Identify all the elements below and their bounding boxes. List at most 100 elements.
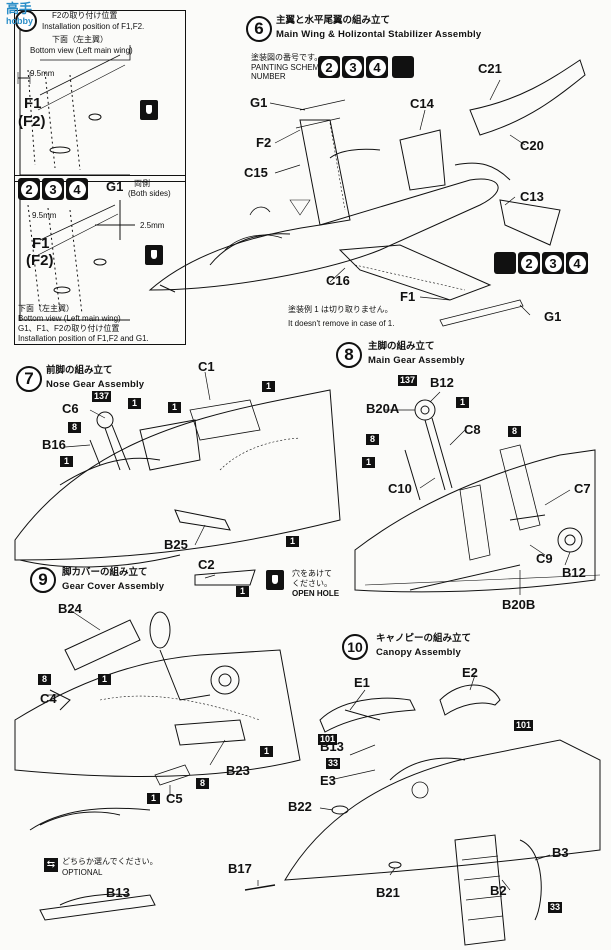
inset-bottom-wing-drawing [19, 190, 135, 321]
step6-note-seq-2: 2 [518, 252, 540, 274]
optional-part-b13: B13 [106, 885, 130, 900]
step10-code-33a: 33 [326, 758, 341, 769]
step7-part-b25: B25 [164, 537, 188, 552]
inset-top-panel [14, 10, 186, 182]
inset-top-f1: F1 [24, 95, 42, 112]
inset-top-view-en: Bottom view (Left main wing) [30, 46, 133, 55]
step6-aircraft-drawing [148, 59, 586, 327]
drill-hole-icon [145, 245, 163, 265]
optional-en: OPTIONAL [62, 868, 103, 877]
step6-note-en: It doesn't remove in case of 1. [288, 319, 395, 328]
inset-bottom-both-jp: 両側 [134, 179, 150, 188]
step9-code-1c: 1 [260, 746, 273, 757]
step6-part-f2: F2 [256, 135, 272, 150]
step7-code-1e: 1 [286, 536, 299, 547]
step10-part-b3: B3 [552, 845, 569, 860]
step9-code-8b: 8 [196, 778, 209, 789]
step6-part-c16: C16 [326, 273, 350, 288]
step6-scheme-emblem-icon [392, 56, 414, 78]
inset-bottom-dim1: 9.5mm [32, 211, 57, 220]
step6-number: 6 [246, 16, 272, 42]
step6-title-jp: 主翼と水平尾翼の組み立て [276, 15, 391, 26]
step7-code-1b: 1 [128, 398, 141, 409]
step10-part-b2: B2 [490, 883, 507, 898]
step6-note-seq-4: 4 [566, 252, 588, 274]
step9-title-en: Gear Cover Assembly [62, 581, 165, 592]
step8-part-b20a: B20A [366, 401, 400, 416]
step7-number: 7 [16, 366, 42, 392]
leader-lines [45, 79, 571, 891]
watermark-line2: hobby [6, 16, 33, 26]
step10-code-33b: 33 [548, 902, 563, 913]
step9-part-c2: C2 [198, 557, 215, 572]
step10-part-e2: E2 [462, 665, 478, 680]
step9-part-c5: C5 [166, 791, 183, 806]
inset-seq-2: 2 [18, 178, 40, 200]
step6-note-jp: 塗装例 1 は切り取りません。 [288, 305, 393, 314]
step9-title-jp: 脚カバーの組み立て [62, 567, 148, 578]
step8-part-b12-bottom: B12 [562, 565, 586, 580]
step9-number: 9 [30, 567, 56, 593]
step10-part-b17: B17 [228, 861, 252, 876]
optional-sketch-drawing [29, 807, 156, 921]
step8-number: 8 [336, 342, 362, 368]
step9-code-1b: 1 [98, 674, 111, 685]
step10-title-en: Canopy Assembly [376, 647, 462, 658]
step7-title-en: Nose Gear Assembly [46, 379, 145, 390]
step7-code-8: 8 [68, 422, 81, 433]
inset-seq-4: 4 [66, 178, 88, 200]
step9-part-b23: B23 [226, 763, 250, 778]
step6-seq-2: 2 [318, 56, 340, 78]
step8-part-c9: C9 [536, 551, 553, 566]
step6-part-g1-top: G1 [250, 95, 268, 110]
step7-nosegear-drawing [14, 389, 341, 568]
optional-arrow-icon: ⇆ [44, 858, 58, 872]
inset-top-marker-icon [15, 10, 37, 32]
step7-code-1a: 1 [262, 381, 275, 392]
step6-scheme-en2: NUMBER [251, 72, 286, 81]
step8-part-c8: C8 [464, 422, 481, 437]
step7-code-1d: 1 [60, 456, 73, 467]
inset-top-dim: 9.5mm [30, 69, 55, 78]
step8-title-en: Main Gear Assembly [368, 355, 465, 366]
inset-top-note-jp: F2の取り付け位置 [52, 11, 118, 20]
step6-part-c13: C13 [520, 189, 544, 204]
step6-part-f1: F1 [400, 289, 416, 304]
step6-part-g1-bottom: G1 [544, 309, 562, 324]
step9-hole-en: OPEN HOLE [292, 589, 340, 598]
step6-title-en: Main Wing & Holizontal Stabilizer Assemb… [276, 29, 482, 40]
step8-maingear-drawing [354, 399, 601, 593]
step10-title-jp: キャノピーの組み立て [376, 633, 472, 644]
drill-hole-icon [140, 100, 158, 120]
step8-title-jp: 主脚の組み立て [368, 341, 435, 352]
step9-gearcover-drawing [14, 569, 301, 786]
step6-note-seq-3: 3 [542, 252, 564, 274]
step7-part-c6: C6 [62, 401, 79, 416]
step6-scheme-jp: 塗装図の番号です。 [251, 53, 323, 62]
inset-bottom-panel [14, 175, 186, 345]
step8-part-c10: C10 [388, 481, 412, 496]
step6-scheme-en1: PAINTING SCHEME [251, 63, 325, 72]
drill-hole-icon [266, 570, 284, 590]
step6-seq-4: 4 [366, 56, 388, 78]
step7-part-b16: B16 [42, 437, 66, 452]
step10-part-b22: B22 [288, 799, 312, 814]
step8-code-137: 137 [398, 375, 418, 386]
step7-title-jp: 前脚の組み立て [46, 365, 113, 376]
step8-part-b12-top: B12 [430, 375, 454, 390]
step8-code-8a: 8 [366, 434, 379, 445]
step10-code-101b: 101 [318, 734, 338, 745]
optional-jp: どちらか選んでください。 [62, 857, 158, 866]
step8-code-1a: 1 [456, 397, 469, 408]
step9-hole-jp1: 穴をあけて [292, 569, 332, 578]
inset-bottom-both-en: (Both sides) [128, 189, 171, 198]
step10-part-b13: B13 [320, 739, 344, 754]
step10-canopy-drawing [244, 684, 601, 946]
inset-bottom-note-line2: Installation position of F1,F2 and G1. [18, 334, 149, 343]
step9-code-1a: 1 [236, 586, 249, 597]
step8-code-8b: 8 [508, 426, 521, 437]
inset-bottom-note-line1: G1、F1、F2の取り付け位置 [18, 324, 120, 333]
inset-bottom-f1: F1 [32, 235, 50, 252]
